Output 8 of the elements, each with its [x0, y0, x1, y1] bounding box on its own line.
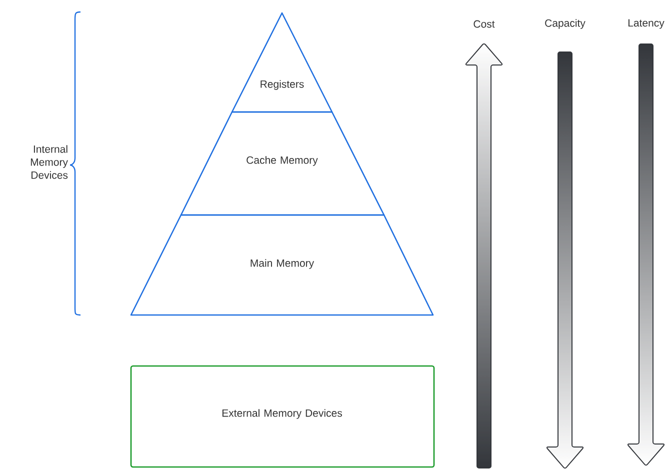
- axis-label: Cost: [474, 20, 495, 28]
- memory-box: External Memory Devices: [130, 365, 435, 468]
- pyramid-level: Cache Memory: [180, 111, 385, 216]
- axis-label: Capacity: [545, 19, 586, 29]
- bracket-label: Internal Memory Devices: [30, 145, 68, 179]
- pyramid-level: Registers: [231, 12, 333, 113]
- axis-label: Latency: [628, 19, 664, 29]
- pyramid-level: Main Memory: [130, 214, 434, 316]
